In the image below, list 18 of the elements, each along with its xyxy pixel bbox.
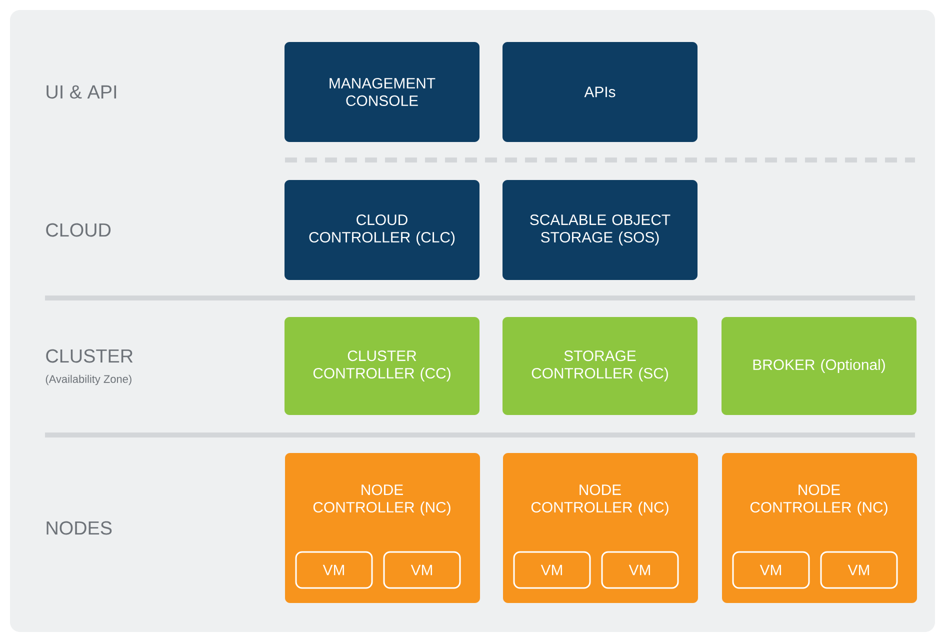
vm-box: VM xyxy=(732,551,810,589)
component-box: CLUSTER CONTROLLER (CC) xyxy=(284,317,480,415)
component-box: SCALABLE OBJECT STORAGE (SOS) xyxy=(502,180,698,280)
vm-box: VM xyxy=(295,551,373,589)
row-label: CLOUD xyxy=(46,223,111,237)
vm-box: VM xyxy=(383,551,461,589)
row-label: NODES xyxy=(46,521,112,535)
row-label: (Availability Zone) xyxy=(46,374,132,386)
component-box: CLOUD CONTROLLER (CLC) xyxy=(284,180,480,280)
row-label: UI & API xyxy=(46,85,116,99)
component-box: MANAGEMENT CONSOLE xyxy=(284,42,480,142)
row-label: CLUSTER xyxy=(46,349,133,363)
component-box: BROKER (Optional) xyxy=(722,317,916,415)
vm-box: VM xyxy=(820,551,898,589)
component-box: APIs xyxy=(502,42,698,142)
vm-box: VM xyxy=(601,551,679,589)
vm-box: VM xyxy=(513,551,591,589)
component-box: STORAGE CONTROLLER (SC) xyxy=(502,317,698,415)
